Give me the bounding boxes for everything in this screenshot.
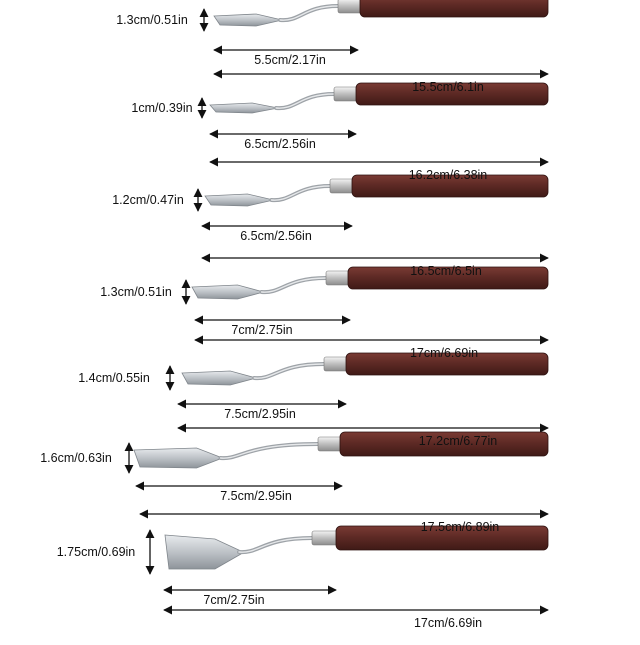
shank-highlight [275,93,335,109]
handle [359,0,549,18]
ferrule [329,178,355,194]
width-label: 1.2cm/0.47in [112,193,184,207]
total-length-label: 16.2cm/6.38in [408,168,488,182]
shank-highlight [238,537,313,553]
blade-length-label: 7cm/2.75in [203,593,265,607]
blade-length-label: 6.5cm/2.56in [244,137,316,151]
ferrule [325,270,351,286]
shank-highlight [279,5,339,21]
total-length-label: 16.5cm/6.5in [410,264,482,278]
ferrule [311,530,339,546]
blade [209,102,279,114]
shank [236,536,314,555]
total-length-label: 17.5cm/6.89in [420,520,500,534]
blade [181,370,258,386]
ferrule [337,0,363,14]
blade-length-label: 7.5cm/2.95in [224,407,296,421]
handle [345,352,549,376]
blade [133,447,224,469]
shank-highlight [260,277,327,293]
shank [274,92,336,111]
handle [339,431,549,457]
shank-highlight [219,443,319,459]
shank [278,4,340,23]
total-length-label: 17.2cm/6.77in [418,434,498,448]
ferrule [317,436,343,452]
total-length-label: 17cm/6.69in [409,346,479,360]
blade [164,534,242,570]
shank-highlight [270,185,331,201]
total-length-label: 15.5cm/6.1in [412,80,484,94]
blade-length-label: 7.5cm/2.95in [220,489,292,503]
handle [351,174,549,198]
handle [355,82,549,106]
handle [347,266,549,290]
blade-length-label: 6.5cm/2.56in [240,229,312,243]
width-label: 1.3cm/0.51in [116,13,188,27]
blade-length-label: 7cm/2.75in [231,323,293,337]
blade-length-label: 5.5cm/2.17in [254,53,326,67]
width-label: 1.3cm/0.51in [100,285,172,299]
handle [335,525,549,551]
shank [269,184,332,203]
shank-highlight [253,363,325,379]
ferrule [323,356,349,372]
blade [213,13,283,27]
shank [252,362,326,381]
width-label: 1.75cm/0.69in [56,545,136,559]
width-label: 1cm/0.39in [131,101,193,115]
shank [259,276,328,295]
width-label: 1.6cm/0.63in [40,451,112,465]
blade [204,193,274,207]
ferrule [333,86,359,102]
width-label: 1.4cm/0.55in [78,371,150,385]
total-length-label: 17cm/6.69in [413,616,483,630]
blade [191,284,266,300]
